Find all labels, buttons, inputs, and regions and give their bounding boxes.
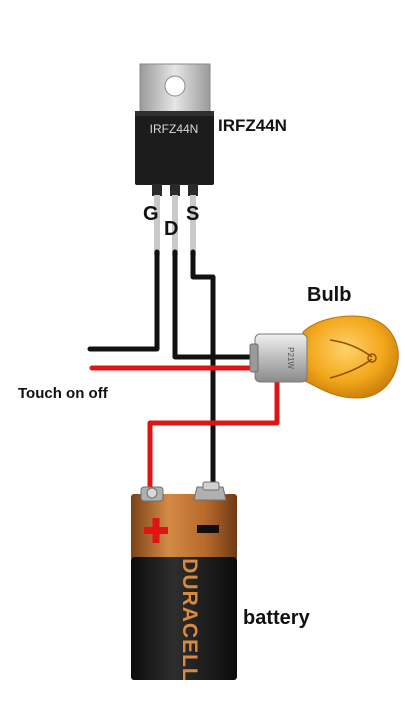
bulb-marking: P21W bbox=[286, 347, 295, 369]
bulb-label: Bulb bbox=[307, 284, 352, 306]
drain-pin-label: D bbox=[164, 218, 179, 240]
mosfet-tab-hole bbox=[164, 75, 186, 97]
black-wires bbox=[87, 249, 255, 491]
gate-wire bbox=[87, 249, 160, 352]
positive-terminal bbox=[140, 486, 164, 502]
touch-label: Touch on off bbox=[18, 385, 108, 402]
gate-leg bbox=[154, 195, 160, 255]
bulb-base bbox=[254, 333, 308, 383]
battery-copper-top bbox=[131, 494, 237, 560]
drain-wire bbox=[172, 249, 255, 360]
bulb-glass bbox=[302, 315, 399, 399]
drain-leg bbox=[172, 195, 178, 255]
negative-terminal bbox=[193, 481, 227, 501]
mosfet-label: IRFZ44N bbox=[218, 116, 287, 135]
battery-brand: DURACELL bbox=[178, 558, 201, 682]
source-leg bbox=[190, 195, 196, 255]
red-wires bbox=[89, 365, 280, 498]
minus-sign bbox=[197, 525, 219, 533]
mosfet-marking: IRFZ44N bbox=[150, 122, 199, 136]
gate-pin-label: G bbox=[143, 203, 159, 225]
mosfet: IRFZ44N bbox=[135, 63, 214, 255]
source-pin-label: S bbox=[186, 203, 200, 225]
touch-wire bbox=[89, 365, 280, 498]
battery: DURACELL bbox=[131, 481, 237, 682]
plus-sign bbox=[144, 518, 168, 543]
mosfet-body bbox=[135, 111, 214, 185]
battery-black-body bbox=[131, 557, 237, 680]
source-wire bbox=[190, 249, 216, 491]
bulb: P21W bbox=[249, 315, 399, 399]
battery-label: battery bbox=[243, 607, 310, 629]
